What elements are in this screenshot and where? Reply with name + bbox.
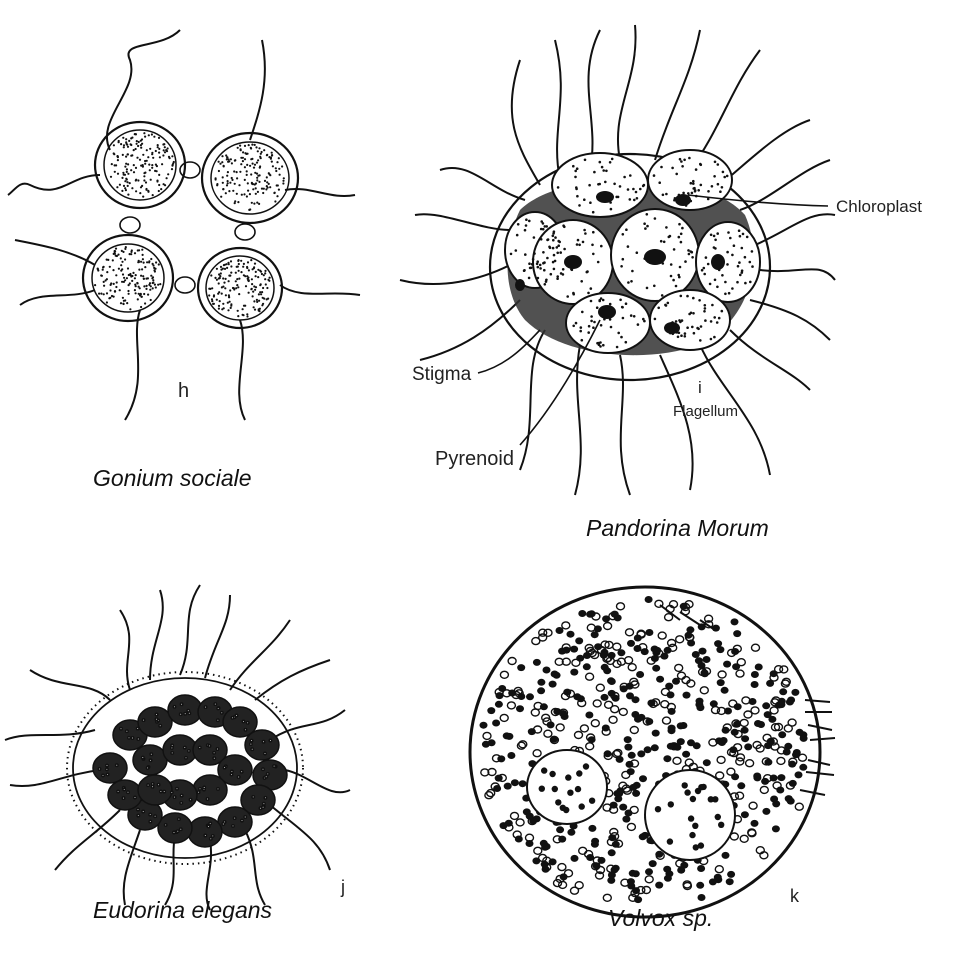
volvox-panel-letter: k [790,886,800,906]
caption-eudorina-elegans: Eudorina elegans [93,897,272,924]
gonium-drawing [8,30,360,420]
label-stigma: Stigma [412,364,472,385]
caption-volvox: Volvox sp. [608,905,713,932]
volvox-daughter-colony [645,770,735,860]
eudorina-cells [93,695,287,847]
volvox-drawing [470,587,835,917]
label-pyrenoid: Pyrenoid [435,448,514,470]
gonium-panel-letter: h [178,380,189,402]
eudorina-panel-letter: j [340,877,345,897]
gonium-cell-top-left [95,122,185,208]
gonium-connectors [120,162,255,293]
pandorina-cell [650,290,730,350]
caption-pandorina-morum: Pandorina Morum [586,515,769,542]
pandorina-drawing [400,25,835,495]
gonium-cell-stippling [94,132,285,318]
eudorina-drawing [5,585,350,910]
gonium-flagella [8,30,360,420]
label-chloroplast: Chloroplast [836,197,922,216]
pandorina-panel-letter: i [698,378,702,397]
gonium-cell-bottom-left [83,235,173,321]
pandorina-cell [566,293,650,353]
caption-gonium-sociale: Gonium sociale [93,465,252,492]
volvox-cells [480,596,808,903]
label-flagellum: Flagellum [673,403,738,420]
